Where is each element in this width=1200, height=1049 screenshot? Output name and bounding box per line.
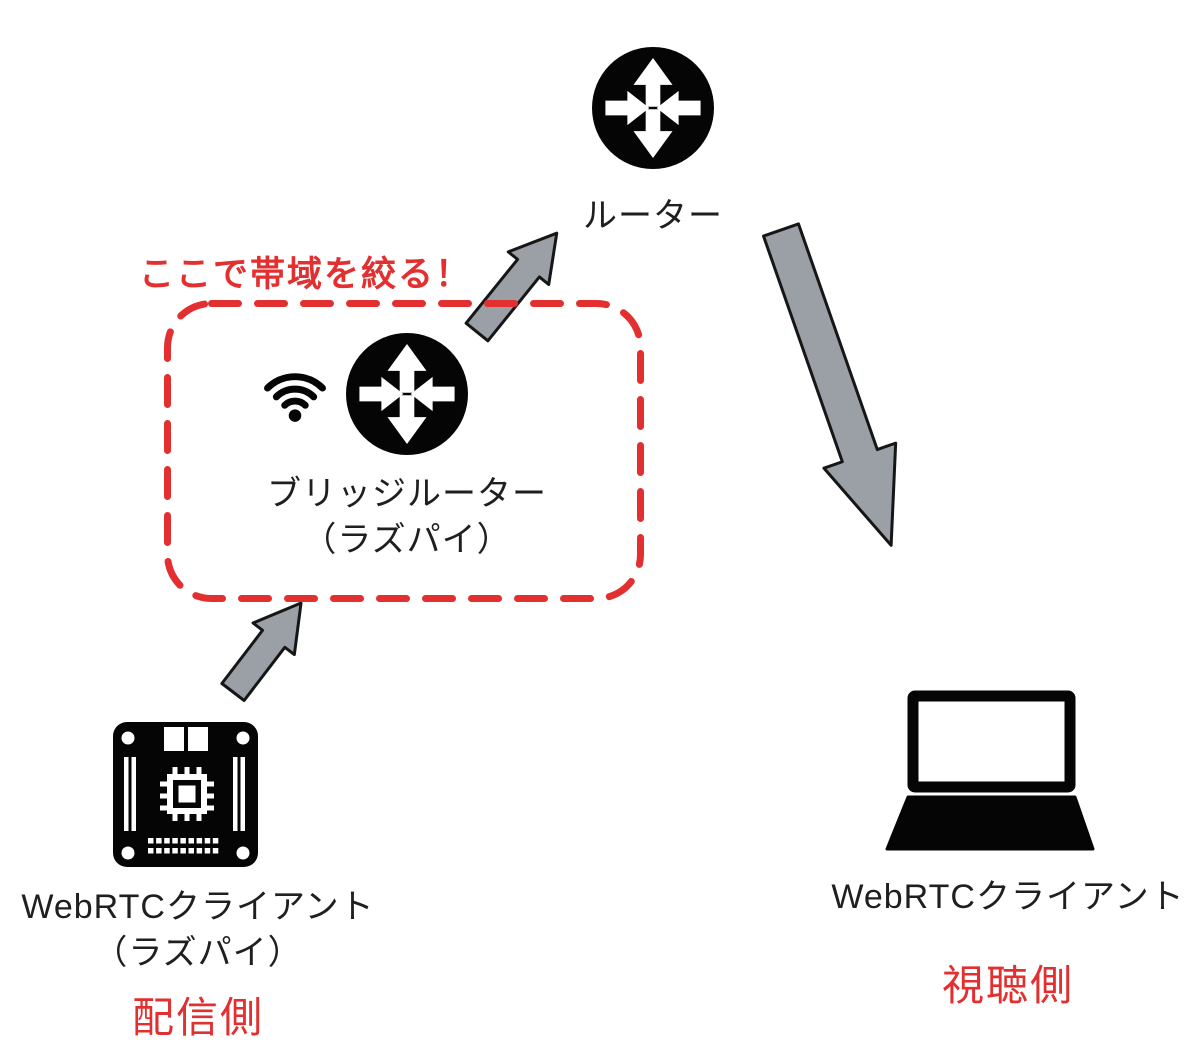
bridge-label: ブリッジルーター （ラズパイ） [166,471,648,563]
arrow-bridge-to-router [464,231,559,343]
sender-label: WebRTCクライアント （ラズパイ） 配信側 [2,884,394,1045]
arrow-left-glyph [410,376,455,412]
receiver-node [880,690,1095,852]
sender-label-line1: WebRTCクライアント [21,888,375,926]
receiver-label-line1: WebRTCクライアント [831,878,1185,916]
sender-node [113,722,258,867]
arrow-down-glyph [633,109,673,159]
arrow-router-to-receiver [762,222,898,547]
receiver-label: WebRTCクライアント 視聴側 [816,874,1200,1013]
bridge-label-line1: ブリッジルーター [267,475,547,513]
sender-label-line2: （ラズパイ） [93,934,303,972]
arrow-right-glyph [359,376,404,412]
gpio-pins [148,838,219,854]
sender-role-label: 配信側 [131,994,264,1041]
laptop-icon [885,690,1095,851]
receiver-role-label: 視聴側 [941,962,1074,1009]
router-label: ルーター [583,197,723,235]
bandwidth-annotation: ここで帯域を絞る！ [139,255,473,294]
arrow-left-glyph [656,90,701,126]
router-icon [346,333,468,455]
arrow-up-glyph [387,343,427,393]
arrow-down-glyph [387,395,427,445]
arrow-right-glyph [605,90,650,126]
raspberry-pi-icon [113,722,258,867]
bridge-router [346,333,468,455]
router-icon [592,47,714,169]
router-node [592,47,714,169]
wifi-icon [264,373,326,422]
arrow-up-glyph [633,57,673,107]
arrow-sender-to-bridge [220,601,303,703]
bridge-label-line2: （ラズパイ） [302,521,512,559]
bridge-node [256,360,334,426]
throttle-dashed-box [164,300,644,602]
